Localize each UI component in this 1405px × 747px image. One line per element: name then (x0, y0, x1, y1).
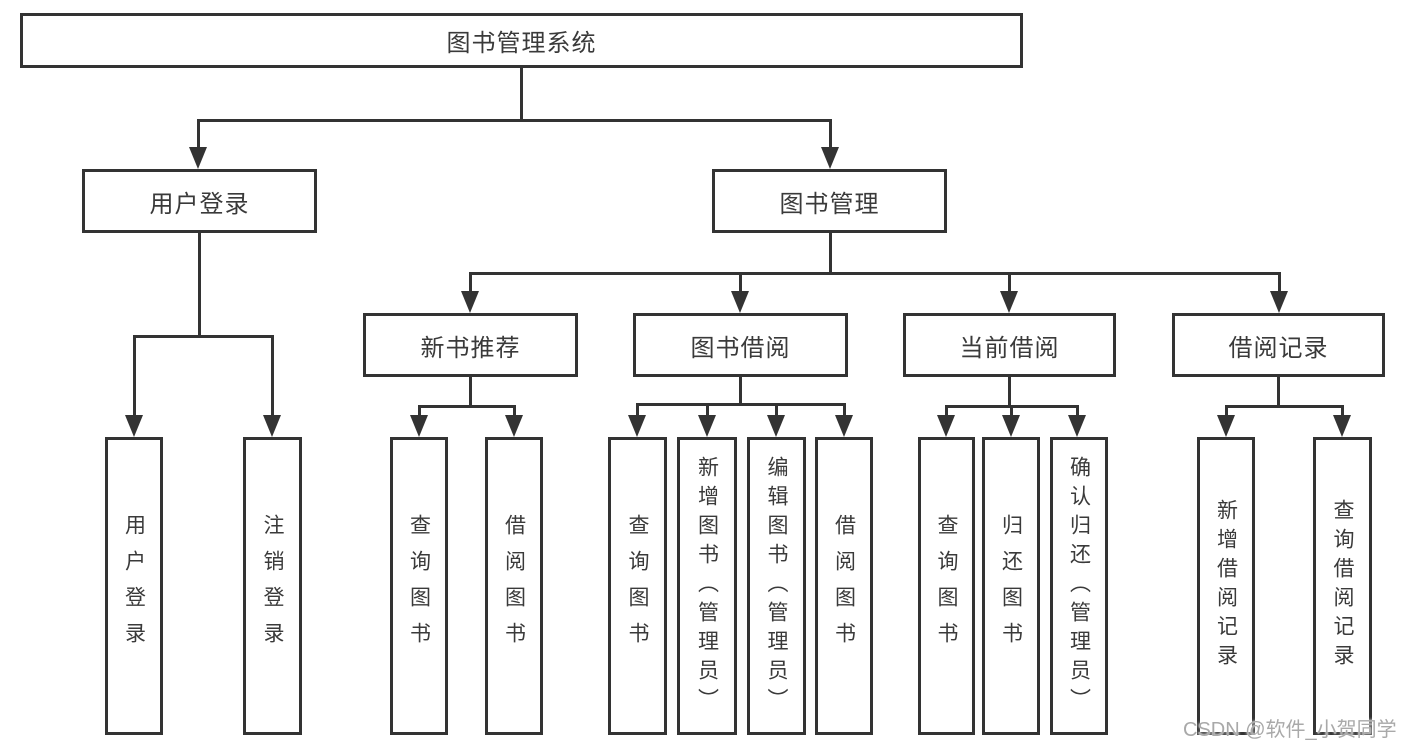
connector-stem-edit-book (775, 403, 778, 417)
connector-stem-new-book (469, 272, 472, 292)
arrowhead-query-book-1 (410, 415, 428, 437)
connector-current-borrow-drop (1008, 376, 1011, 407)
leaf-logout: 注销登录 (243, 437, 302, 735)
connector-stem-add-book (706, 403, 709, 417)
connector-stem-book-mgmt (829, 119, 832, 149)
connector-stem-current-borrow (1008, 272, 1011, 292)
arrowhead-leaf-logout (263, 415, 281, 437)
leaf-query-book-3: 查询图书 (918, 437, 975, 735)
connector-stem-borrow-record (1278, 272, 1281, 292)
arrowhead-return-book (1002, 415, 1020, 437)
arrowhead-current-borrow (1000, 291, 1018, 313)
leaf-query-book-1: 查询图书 (390, 437, 448, 735)
leaf-add-book-admin: 新增图书（管理员） (677, 437, 737, 735)
connector-book-mgmt-drop (829, 233, 832, 274)
connector-book-borrow-rail (636, 403, 844, 406)
arrowhead-user-login (189, 147, 207, 169)
connector-stem-borrow-book-2 (843, 403, 846, 417)
arrowhead-query-book-3 (937, 415, 955, 437)
node-root: 图书管理系统 (20, 13, 1023, 68)
connector-stem-return-book (1010, 405, 1013, 417)
connector-stem-book-borrow (739, 272, 742, 292)
connector-borrow-record-rail (1225, 405, 1344, 408)
arrowhead-borrow-record (1270, 291, 1288, 313)
connector-borrow-record-drop (1277, 377, 1280, 407)
connector-stem-query-book-3 (945, 405, 948, 417)
arrowhead-borrow-book-2 (835, 415, 853, 437)
leaf-confirm-return-admin: 确认归还（管理员） (1050, 437, 1108, 735)
leaf-edit-book-admin: 编辑图书（管理员） (747, 437, 806, 735)
leaf-return-book: 归还图书 (982, 437, 1040, 735)
leaf-user-login: 用户登录 (105, 437, 163, 735)
connector-stem-user-login (197, 119, 200, 149)
arrowhead-confirm-return (1068, 415, 1086, 437)
connector-user-login-rail (133, 335, 273, 338)
leaf-add-borrow-record: 新增借阅记录 (1197, 437, 1255, 735)
connector-root-rail (197, 119, 832, 122)
connector-root-drop (520, 66, 523, 119)
connector-stem-query-book-1 (418, 405, 421, 417)
arrowhead-borrow-book-1 (505, 415, 523, 437)
leaf-query-book-2: 查询图书 (608, 437, 667, 735)
connector-stem-query-record (1341, 405, 1344, 417)
node-book-mgmt: 图书管理 (712, 169, 947, 233)
watermark: CSDN @软件_小贺同学 (1183, 719, 1397, 741)
arrowhead-add-record (1217, 415, 1235, 437)
node-book-borrow: 图书借阅 (633, 313, 848, 377)
leaf-query-borrow-record: 查询借阅记录 (1313, 437, 1372, 735)
connector-user-login-drop (198, 233, 201, 335)
node-borrow-record: 借阅记录 (1172, 313, 1385, 377)
arrowhead-edit-book (767, 415, 785, 437)
connector-stem-leaf-logout (271, 335, 274, 417)
leaf-borrow-book-2: 借阅图书 (815, 437, 873, 735)
node-user-login: 用户登录 (82, 169, 317, 233)
connector-new-book-drop (469, 377, 472, 408)
leaf-borrow-book-1: 借阅图书 (485, 437, 543, 735)
connector-stem-leaf-user-login (133, 335, 136, 417)
connector-stem-add-record (1225, 405, 1228, 417)
arrowhead-query-record (1333, 415, 1351, 437)
connector-book-borrow-drop (739, 377, 742, 406)
connector-stem-borrow-book-1 (513, 405, 516, 417)
node-new-book: 新书推荐 (363, 313, 578, 377)
arrowhead-leaf-user-login (125, 415, 143, 437)
arrowhead-book-borrow (731, 291, 749, 313)
connector-new-book-rail (418, 405, 516, 408)
connector-stem-confirm-return (1076, 405, 1079, 417)
connector-book-mgmt-rail (469, 272, 1281, 275)
node-current-borrow: 当前借阅 (903, 313, 1116, 377)
arrowhead-book-mgmt (821, 147, 839, 169)
arrowhead-add-book (698, 415, 716, 437)
connector-stem-query-book-2 (636, 403, 639, 417)
arrowhead-query-book-2 (628, 415, 646, 437)
arrowhead-new-book (461, 291, 479, 313)
